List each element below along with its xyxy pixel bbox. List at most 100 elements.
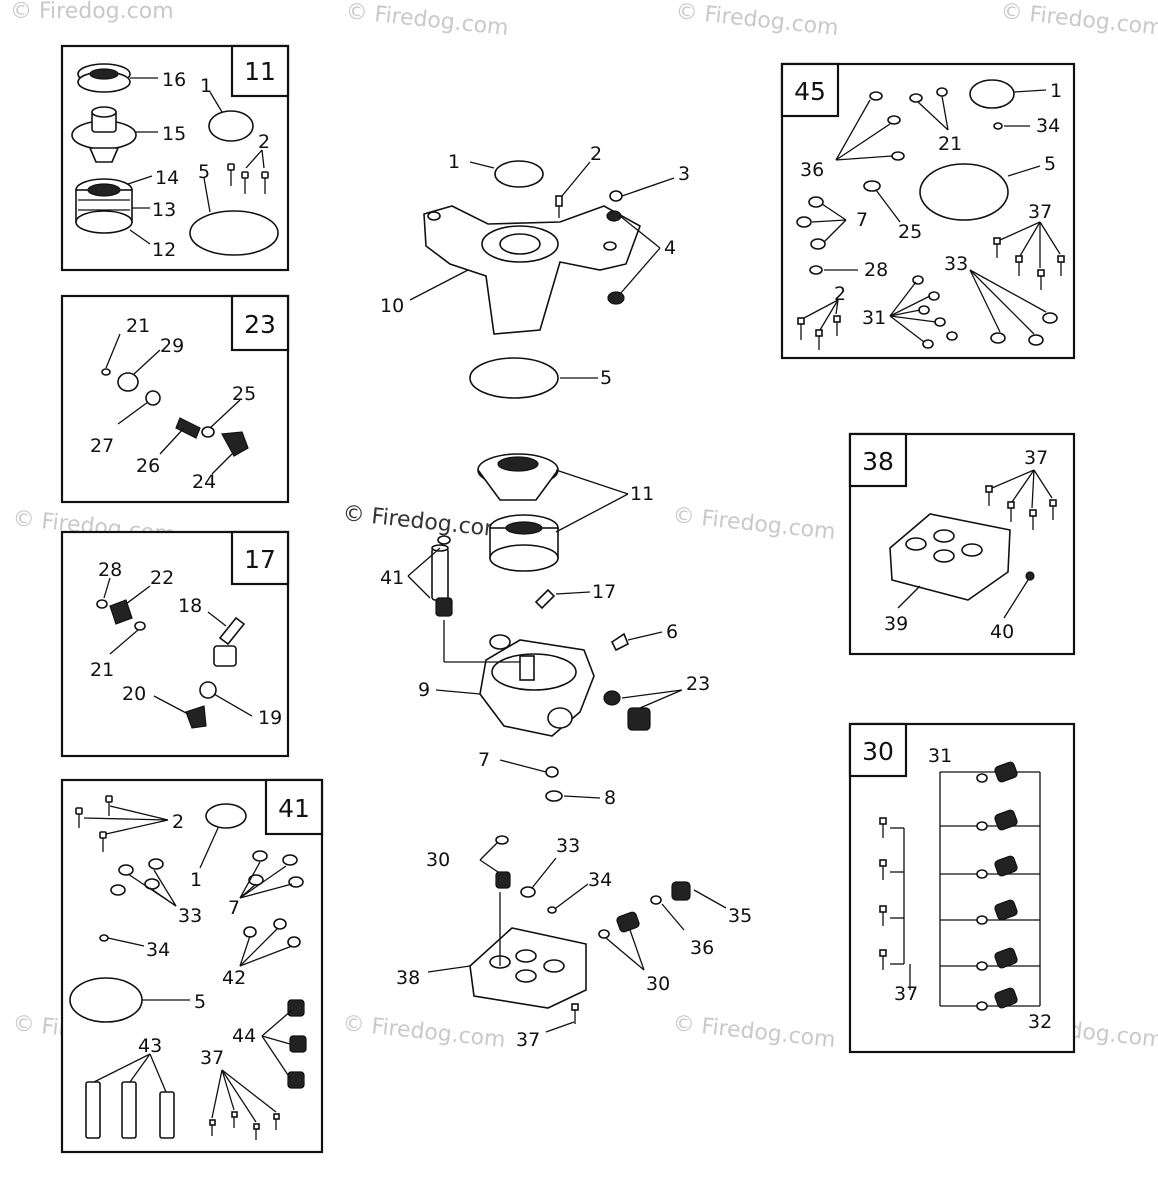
kit-30-callout-31: 31 <box>928 745 952 767</box>
kit-41-callout-44: 44 <box>232 1025 256 1047</box>
callout-38: 38 <box>396 967 420 989</box>
kit-11-callout-5: 5 <box>198 161 210 183</box>
kit-45-callout-36: 36 <box>800 159 824 181</box>
kit-41-callout-43: 43 <box>138 1035 162 1057</box>
kit-23-callout-26: 26 <box>136 455 160 477</box>
kit-17-callout-22: 22 <box>150 567 174 589</box>
kit-45-callout-25: 25 <box>898 221 922 243</box>
watermark-top-far-right: © Firedog.com <box>999 0 1158 41</box>
kit-17-callout-18: 18 <box>178 595 202 617</box>
kit-38-panel: 38 37 39 40 <box>848 432 1076 656</box>
kit-45-callout-1: 1 <box>1050 80 1062 102</box>
kit-30-screws <box>879 817 904 970</box>
callout-7: 7 <box>478 749 490 771</box>
kit-17-callout-19: 19 <box>258 707 282 729</box>
kit-17-callout-21: 21 <box>90 659 114 681</box>
kit-11-callout-2: 2 <box>258 131 270 153</box>
callout-3: 3 <box>678 163 690 185</box>
kit-23-callout-21: 21 <box>126 315 150 337</box>
callout-37: 37 <box>516 1029 540 1051</box>
kit-30-valves <box>940 761 1040 1011</box>
kit-11-number: 11 <box>244 57 276 86</box>
callout-36: 36 <box>690 937 714 959</box>
callout-41: 41 <box>380 567 404 589</box>
kit-23-number-box <box>230 294 290 352</box>
kit-17-panel: 17 28 22 18 21 20 19 <box>60 530 290 758</box>
kit-17-number-box <box>230 530 290 586</box>
kit-41-callout-2: 2 <box>172 811 184 833</box>
callout-6: 6 <box>666 621 678 643</box>
watermark-mid-right: © Firedog.com <box>671 503 836 545</box>
kit-41-number: 41 <box>278 794 310 823</box>
kit-30-callout-37: 37 <box>894 983 918 1005</box>
watermark-top-left: © Firedog.com <box>10 0 174 24</box>
kit-11-callout-16: 16 <box>162 69 186 91</box>
callout-11: 11 <box>630 483 654 505</box>
kit-45-callout-28: 28 <box>864 259 888 281</box>
kit-30-frame <box>848 722 1076 1054</box>
kit-38-callout-37: 37 <box>1024 447 1048 469</box>
kit-23-callout-29: 29 <box>160 335 184 357</box>
kit-30-panel: 30 31 37 32 <box>848 722 1076 1054</box>
callout-17: 17 <box>592 581 616 603</box>
kit-17-callout-28: 28 <box>98 559 122 581</box>
kit-30-number: 30 <box>862 737 894 766</box>
watermark-mid-center: © Firedog.com <box>341 501 506 543</box>
kit-30-callout-32: 32 <box>1028 1011 1052 1033</box>
callout-34: 34 <box>588 869 612 891</box>
o-ring-5-shape <box>189 210 279 256</box>
kit-41-callout-7: 7 <box>228 897 240 919</box>
kit-23-panel: 23 21 29 25 27 26 24 <box>60 294 290 504</box>
kit-41-callout-5: 5 <box>194 991 206 1013</box>
callout-35: 35 <box>728 905 752 927</box>
kit-30-number-box <box>848 722 908 778</box>
kit-41-callout-34: 34 <box>146 939 170 961</box>
kit-41-callout-37: 37 <box>200 1047 224 1069</box>
kit-17-callout-20: 20 <box>122 683 146 705</box>
kit-11-callout-15: 15 <box>162 123 186 145</box>
watermark-top-mid: © Firedog.com <box>344 0 509 41</box>
callout-1: 1 <box>448 151 460 173</box>
callout-5: 5 <box>600 367 612 389</box>
o-ring-5-main <box>469 357 559 399</box>
kit-11-callout-12: 12 <box>152 239 176 261</box>
kit-11-callout-14: 14 <box>155 167 179 189</box>
kit-45-callout-34: 34 <box>1036 115 1060 137</box>
kit-23-number: 23 <box>244 310 276 339</box>
kit-41-callout-33: 33 <box>178 905 202 927</box>
callout-23: 23 <box>686 673 710 695</box>
callout-30-bottom: 30 <box>646 973 670 995</box>
callout-2: 2 <box>590 143 602 165</box>
kit-23-callout-27: 27 <box>90 435 114 457</box>
kit-45-panel: 45 <box>780 62 1076 360</box>
kit-11-panel: 11 16 <box>60 44 290 272</box>
watermark-bottom-center: © Firedog.com <box>341 1011 506 1053</box>
kit-45-callout-21: 21 <box>938 133 962 155</box>
kit-41-panel: 41 <box>60 778 324 1154</box>
kit-11-callout-1: 1 <box>200 75 212 97</box>
callout-9: 9 <box>418 679 430 701</box>
kit-45-callout-31: 31 <box>862 307 886 329</box>
watermark-top-right: © Firedog.com <box>674 0 839 41</box>
kit-38-callout-40: 40 <box>990 621 1014 643</box>
kit-41-frame <box>60 778 324 1154</box>
callout-4: 4 <box>664 237 676 259</box>
kit-11-number-box <box>230 44 290 98</box>
callout-8: 8 <box>604 787 616 809</box>
o-ring-1-shape <box>208 110 254 142</box>
kit-45-callout-2: 2 <box>834 283 846 305</box>
callout-30-top: 30 <box>426 849 450 871</box>
kit-45-number-box <box>780 62 840 118</box>
kit-45-callout-5: 5 <box>1044 153 1056 175</box>
callout-33: 33 <box>556 835 580 857</box>
kit-38-number: 38 <box>862 447 894 476</box>
kit-23-callout-25: 25 <box>232 383 256 405</box>
kit-38-number-box <box>848 432 908 488</box>
kit-17-number: 17 <box>244 545 276 574</box>
kit-45-number: 45 <box>794 77 826 106</box>
crankcase-10-shape <box>423 205 641 335</box>
kit-41-callout-42: 42 <box>222 967 246 989</box>
manifold-38-shape <box>469 927 587 1009</box>
kit-45-callout-37: 37 <box>1028 201 1052 223</box>
